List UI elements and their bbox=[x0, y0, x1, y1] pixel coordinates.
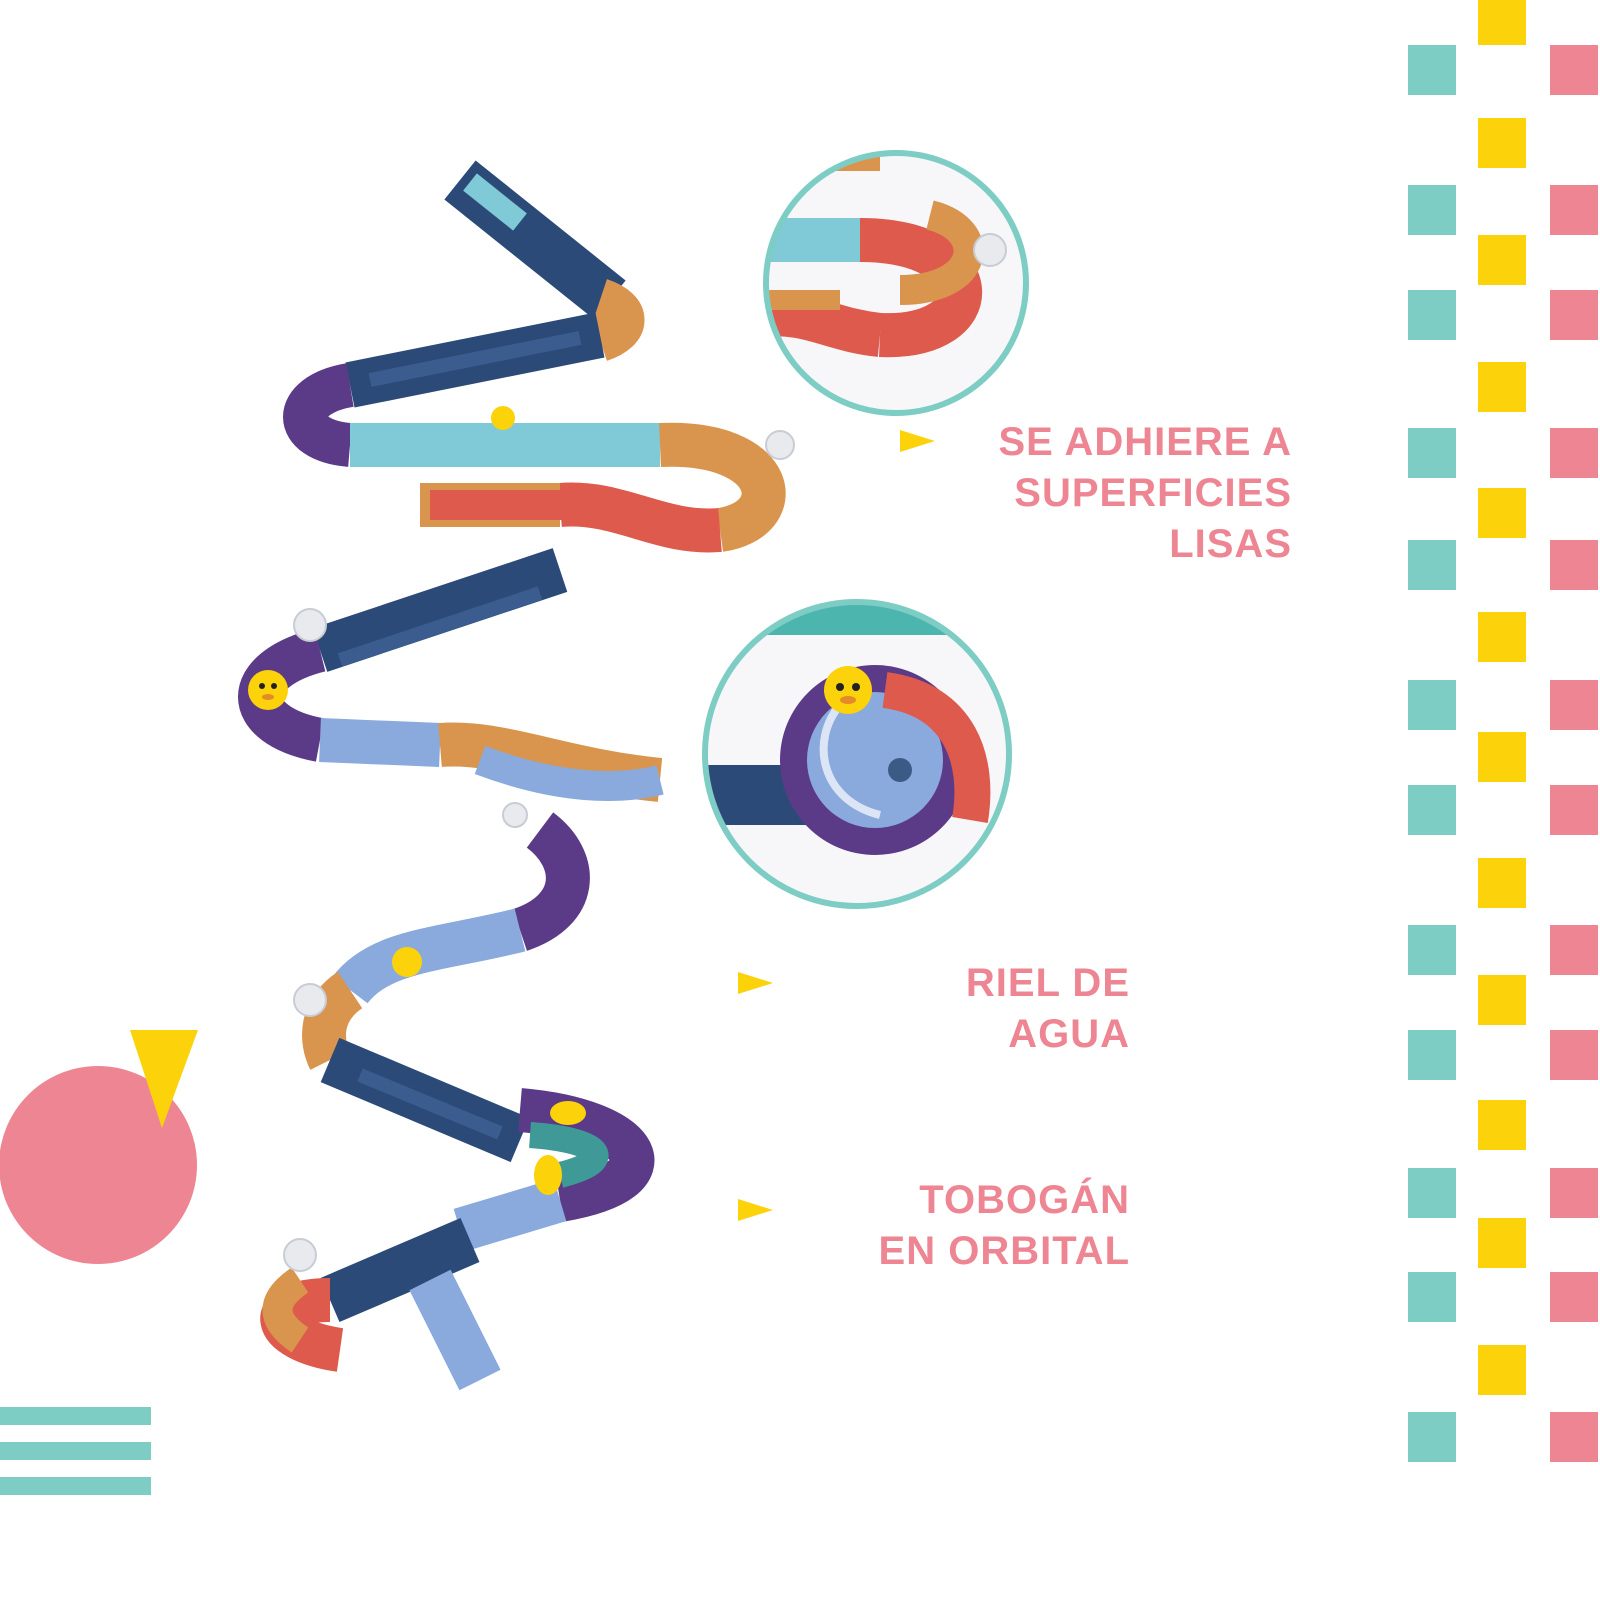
feature-label-line: SUPERFICIES bbox=[1014, 471, 1292, 515]
decorative-square bbox=[1408, 540, 1456, 590]
feature-label-line: LISAS bbox=[1169, 522, 1292, 566]
decorative-square bbox=[1408, 680, 1456, 730]
decorative-square bbox=[1478, 118, 1526, 168]
detail-zoom-water-rail bbox=[702, 599, 1012, 909]
decorative-square bbox=[1478, 612, 1526, 662]
feature-label-adhesion: SE ADHIERE A SUPERFICIES LISAS bbox=[998, 417, 1292, 570]
decorative-square bbox=[1478, 488, 1526, 538]
marble-run-track bbox=[238, 160, 786, 1391]
feature-label-water-rail: RIEL DE AGUA bbox=[966, 958, 1130, 1060]
decorative-square bbox=[1550, 1272, 1598, 1322]
decorative-yellow-triangle bbox=[130, 1030, 198, 1128]
decorative-square bbox=[1408, 185, 1456, 235]
detail-zoom-suction bbox=[763, 150, 1029, 416]
decorative-square bbox=[1408, 428, 1456, 478]
decorative-square bbox=[1408, 1272, 1456, 1322]
triangle-pointer-icon bbox=[738, 972, 773, 994]
decorative-square bbox=[1408, 45, 1456, 95]
decorative-square bbox=[1478, 235, 1526, 285]
decorative-square bbox=[1550, 1412, 1598, 1462]
decorative-square bbox=[1408, 925, 1456, 975]
decorative-square bbox=[1408, 290, 1456, 340]
decorative-square bbox=[1408, 1030, 1456, 1080]
decorative-pink-circle bbox=[0, 1066, 197, 1264]
decorative-square bbox=[1550, 1030, 1598, 1080]
feature-label-orbital-slide: TOBOGÁN EN ORBITAL bbox=[879, 1175, 1130, 1277]
decorative-square bbox=[1478, 975, 1526, 1025]
decorative-square bbox=[1550, 1168, 1598, 1218]
decorative-square bbox=[1408, 1412, 1456, 1462]
decorative-square bbox=[1408, 1168, 1456, 1218]
decorative-square bbox=[1550, 785, 1598, 835]
feature-label-line: RIEL DE bbox=[965, 961, 1130, 1005]
decorative-square bbox=[1478, 1100, 1526, 1150]
decorative-square bbox=[1478, 362, 1526, 412]
decorative-square bbox=[1478, 858, 1526, 908]
feature-label-line: AGUA bbox=[1008, 1012, 1130, 1056]
rubber-duck-icon bbox=[248, 670, 288, 710]
decorative-square bbox=[1550, 45, 1598, 95]
decorative-teal-lines bbox=[0, 1407, 151, 1495]
decorative-square bbox=[1550, 290, 1598, 340]
decorative-square bbox=[1478, 732, 1526, 782]
decorative-square bbox=[1550, 428, 1598, 478]
feature-label-line: SE ADHIERE A bbox=[998, 420, 1292, 464]
decorative-square bbox=[1550, 540, 1598, 590]
decorative-square bbox=[1550, 185, 1598, 235]
decorative-square bbox=[1550, 680, 1598, 730]
triangle-pointer-icon bbox=[900, 430, 935, 452]
decorative-square bbox=[1408, 785, 1456, 835]
feature-label-line: EN ORBITAL bbox=[878, 1229, 1130, 1273]
track-balls bbox=[392, 406, 586, 1195]
suction-cups bbox=[283, 430, 795, 1272]
decorative-square-pattern bbox=[1408, 0, 1598, 1462]
decorative-square bbox=[1478, 1218, 1526, 1268]
decorative-square bbox=[1478, 0, 1526, 45]
decorative-square bbox=[1550, 925, 1598, 975]
feature-label-line: TOBOGÁN bbox=[919, 1178, 1130, 1222]
triangle-pointer-icon bbox=[738, 1199, 773, 1221]
decorative-square bbox=[1478, 1345, 1526, 1395]
